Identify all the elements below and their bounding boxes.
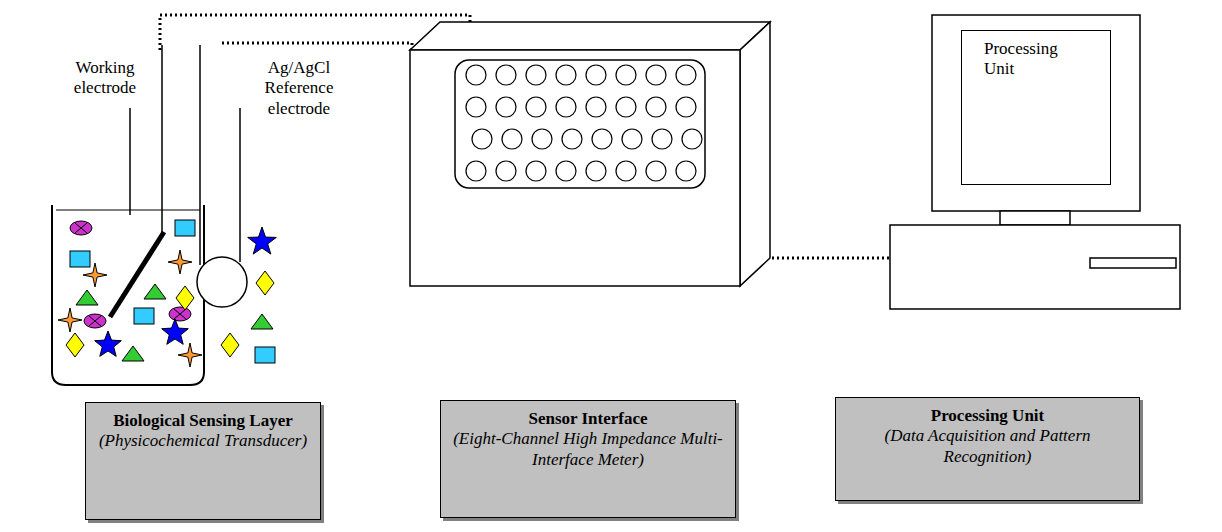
socket	[586, 65, 606, 85]
diamond-molecule	[66, 333, 84, 357]
socket	[616, 97, 636, 117]
socket	[466, 97, 486, 117]
meter-box	[410, 22, 770, 286]
caption-box: Sensor Interface(Eight-Channel High Impe…	[440, 400, 736, 518]
square-molecule	[175, 220, 195, 236]
socket	[676, 161, 696, 181]
node-title: Processing Unit	[984, 39, 1080, 80]
square-molecule	[255, 347, 275, 363]
socket	[682, 129, 702, 149]
triangle-molecule	[144, 284, 166, 299]
sparkle-molecule	[83, 263, 107, 287]
liquid-surface	[56, 210, 200, 211]
socket	[676, 97, 696, 117]
ellipse-molecule	[70, 221, 92, 235]
electrode-label: Ag/AgCl Reference electrode	[244, 58, 354, 119]
socket	[472, 129, 492, 149]
caption-box: Biological Sensing Layer(Physicochemical…	[85, 402, 321, 520]
blue-star-molecule	[95, 331, 122, 356]
reference-electrode	[197, 45, 247, 307]
socket	[646, 97, 666, 117]
socket	[676, 65, 696, 85]
socket	[496, 65, 516, 85]
ellipse-molecule	[169, 307, 191, 321]
sparkle-molecule	[58, 308, 82, 332]
node-subtitle: (Physicochemical Transducer)	[96, 431, 310, 451]
socket	[646, 161, 666, 181]
triangle-molecule	[122, 346, 144, 361]
socket	[526, 65, 546, 85]
node-title: Biological Sensing Layer	[96, 411, 310, 431]
blue-star-molecule	[162, 319, 189, 344]
electrode-label: Working electrode	[62, 58, 148, 99]
computer	[890, 15, 1180, 309]
diamond-molecule	[256, 271, 274, 295]
socket	[466, 161, 486, 181]
triangle-molecule	[76, 290, 98, 305]
diamond-molecule	[176, 286, 194, 310]
socket	[622, 129, 642, 149]
blue-star-molecule	[248, 227, 277, 254]
socket	[556, 161, 576, 181]
socket	[616, 161, 636, 181]
triangle-molecule	[251, 314, 273, 329]
socket	[586, 97, 606, 117]
socket	[496, 97, 516, 117]
diamond-molecule	[221, 333, 239, 357]
socket	[526, 97, 546, 117]
socket	[532, 129, 552, 149]
socket	[652, 129, 672, 149]
sparkle-molecule	[178, 343, 202, 367]
node-title: Sensor Interface	[451, 409, 725, 429]
socket	[616, 65, 636, 85]
socket	[562, 129, 582, 149]
socket	[586, 161, 606, 181]
socket	[646, 65, 666, 85]
monitor-screen: Processing Unit	[961, 30, 1111, 185]
node-subtitle: (Data Acquisition and Pattern Recognitio…	[846, 426, 1129, 467]
square-molecule	[134, 308, 154, 324]
beaker	[52, 205, 204, 385]
socket	[502, 129, 522, 149]
socket	[592, 129, 612, 149]
caption-box: Processing Unit(Data Acquisition and Pat…	[835, 397, 1140, 501]
socket	[466, 65, 486, 85]
ellipse-molecule	[84, 314, 106, 328]
socket	[556, 65, 576, 85]
sparkle-molecule	[168, 250, 192, 274]
node-title: Processing Unit	[846, 406, 1129, 426]
socket	[526, 161, 546, 181]
analyte-molecules	[58, 220, 276, 367]
socket	[496, 161, 516, 181]
square-molecule	[70, 251, 90, 267]
meter-sockets	[466, 65, 702, 181]
node-subtitle: (Eight-Channel High Impedance Multi-Inte…	[451, 429, 725, 470]
socket	[556, 97, 576, 117]
